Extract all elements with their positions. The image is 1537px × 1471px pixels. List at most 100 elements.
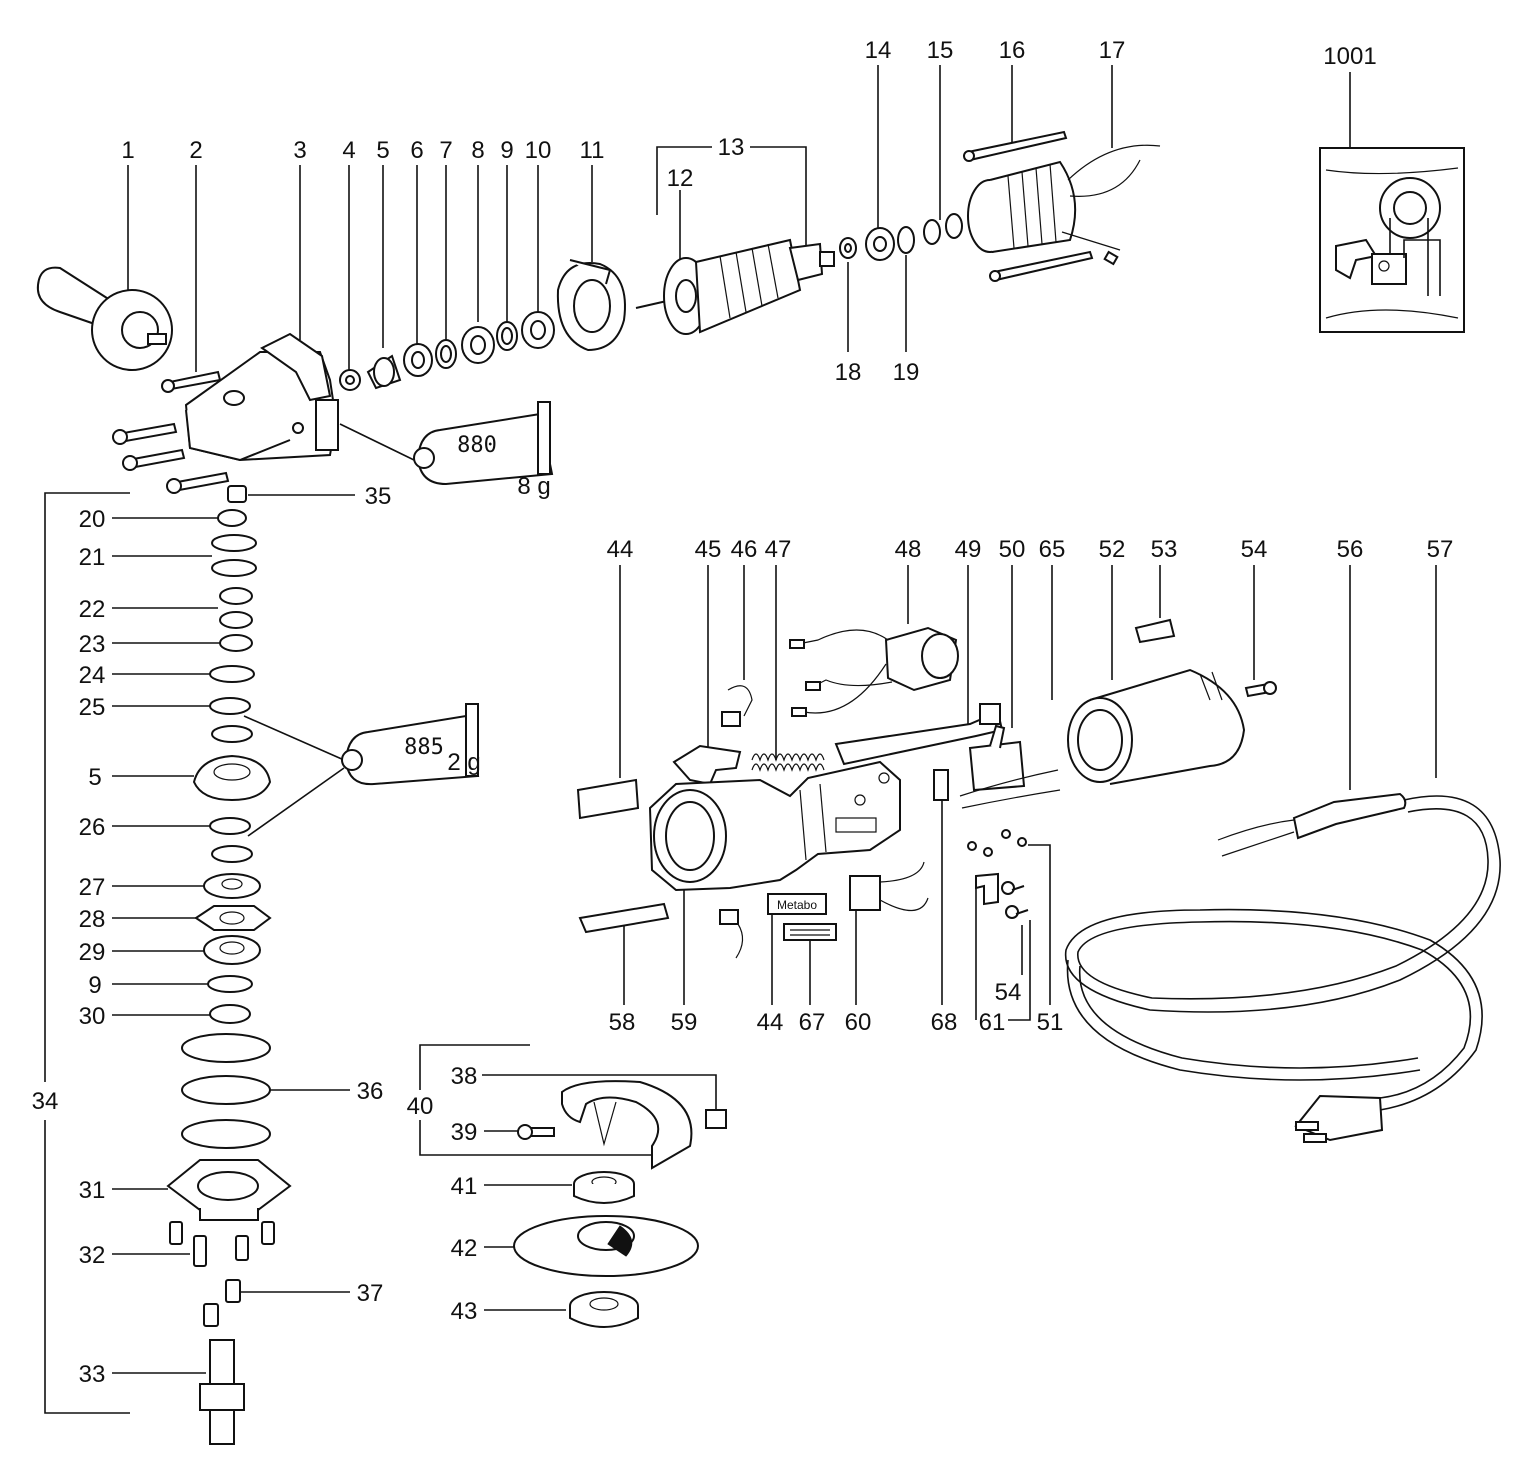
label-27: 27 <box>79 874 106 901</box>
label-51: 51 <box>1037 1009 1064 1036</box>
label-20: 20 <box>79 506 106 533</box>
label-18: 18 <box>835 359 862 386</box>
label-39: 39 <box>451 1119 478 1146</box>
label-11: 11 <box>580 137 605 164</box>
label-35: 35 <box>365 483 392 510</box>
part-number-labels: 1 2 3 4 5 6 7 8 9 10 11 12 13 14 15 16 1… <box>32 37 1454 1388</box>
nut <box>339 369 361 391</box>
label-3: 3 <box>293 137 306 164</box>
label-42: 42 <box>451 1235 478 1262</box>
label-29: 29 <box>79 939 106 966</box>
label-4: 4 <box>342 137 355 164</box>
label-67: 67 <box>799 1009 826 1036</box>
label-48: 48 <box>895 536 922 563</box>
label-10: 10 <box>525 137 552 164</box>
label-9b: 9 <box>88 972 101 999</box>
label-15: 15 <box>927 37 954 64</box>
tube-880-amount: 8 g <box>517 473 550 500</box>
label-6: 6 <box>410 137 423 164</box>
bearing-8 <box>461 326 495 364</box>
label-41: 41 <box>451 1173 478 1200</box>
label-22: 22 <box>79 596 106 623</box>
label-38: 38 <box>451 1063 478 1090</box>
label-25: 25 <box>79 694 106 721</box>
label-33: 33 <box>79 1361 106 1388</box>
bearing-10 <box>521 311 555 349</box>
label-13: 13 <box>718 134 745 161</box>
label-1: 1 <box>121 137 134 164</box>
side-handle <box>36 266 173 371</box>
armature <box>635 238 835 335</box>
stator <box>967 144 1161 266</box>
label-24: 24 <box>79 662 106 689</box>
label-43: 43 <box>451 1298 478 1325</box>
label-23: 23 <box>79 631 106 658</box>
label-21: 21 <box>79 544 106 571</box>
grease-tube-885: 885 2 g <box>341 703 481 786</box>
brand-plate-text: Metabo <box>777 898 817 912</box>
label-37: 37 <box>357 1280 384 1307</box>
label-30: 30 <box>79 1003 106 1030</box>
label-9: 9 <box>500 137 513 164</box>
label-44: 44 <box>607 536 634 563</box>
label-31: 31 <box>79 1177 106 1204</box>
label-50: 50 <box>999 536 1026 563</box>
ring-15 <box>923 213 963 245</box>
label-52: 52 <box>1099 536 1126 563</box>
label-28: 28 <box>79 906 106 933</box>
label-46: 46 <box>731 536 758 563</box>
label-1001: 1001 <box>1323 43 1376 70</box>
label-17: 17 <box>1099 37 1126 64</box>
stator-screws <box>963 130 1094 282</box>
grease-tube-880: 880 8 g <box>413 401 554 500</box>
label-56: 56 <box>1337 536 1364 563</box>
bearing-6 <box>403 343 433 377</box>
bearing-14 <box>865 227 895 261</box>
air-guide <box>556 259 626 352</box>
label-59: 59 <box>671 1009 698 1036</box>
label-65: 65 <box>1039 536 1066 563</box>
label-47: 47 <box>765 536 792 563</box>
label-26: 26 <box>79 814 106 841</box>
label-14: 14 <box>865 37 892 64</box>
label-57: 57 <box>1427 536 1454 563</box>
motor-cover <box>1067 618 1277 785</box>
label-60: 60 <box>845 1009 872 1036</box>
label-54: 54 <box>1241 536 1268 563</box>
label-12: 12 <box>667 165 694 192</box>
washer-7 <box>435 339 457 369</box>
label-16: 16 <box>999 37 1026 64</box>
gear-housing <box>184 332 339 462</box>
label-49: 49 <box>955 536 982 563</box>
label-7: 7 <box>439 137 452 164</box>
label-19: 19 <box>893 359 920 386</box>
label-2: 2 <box>189 137 202 164</box>
label-32: 32 <box>79 1242 106 1269</box>
label-58: 58 <box>609 1009 636 1036</box>
label-8: 8 <box>471 137 484 164</box>
bevel-gear <box>366 354 402 390</box>
label-34: 34 <box>32 1088 59 1115</box>
ring-19 <box>897 226 915 254</box>
label-68: 68 <box>931 1009 958 1036</box>
label-54b: 54 <box>995 979 1022 1006</box>
tube-880-code: 880 <box>457 433 497 458</box>
wheel-guard-assembly <box>513 1080 727 1328</box>
label-5: 5 <box>376 137 389 164</box>
tube-885-amount: 2 g <box>447 749 480 776</box>
label-44b: 44 <box>757 1009 784 1036</box>
motor-housing-group: Metabo <box>576 626 1061 959</box>
label-5b: 5 <box>88 764 101 791</box>
tube-885-code: 885 <box>404 735 444 760</box>
label-36: 36 <box>357 1078 384 1105</box>
wiring-diagram-panel <box>1319 147 1465 333</box>
washer-18 <box>839 237 857 259</box>
leader-lines <box>44 65 1437 1414</box>
gear-head-screws <box>112 370 230 494</box>
spindle-stack <box>166 485 292 1445</box>
power-cord <box>1064 792 1501 1143</box>
label-61: 61 <box>979 1009 1006 1036</box>
washer-9 <box>496 321 518 351</box>
label-40: 40 <box>407 1093 434 1120</box>
